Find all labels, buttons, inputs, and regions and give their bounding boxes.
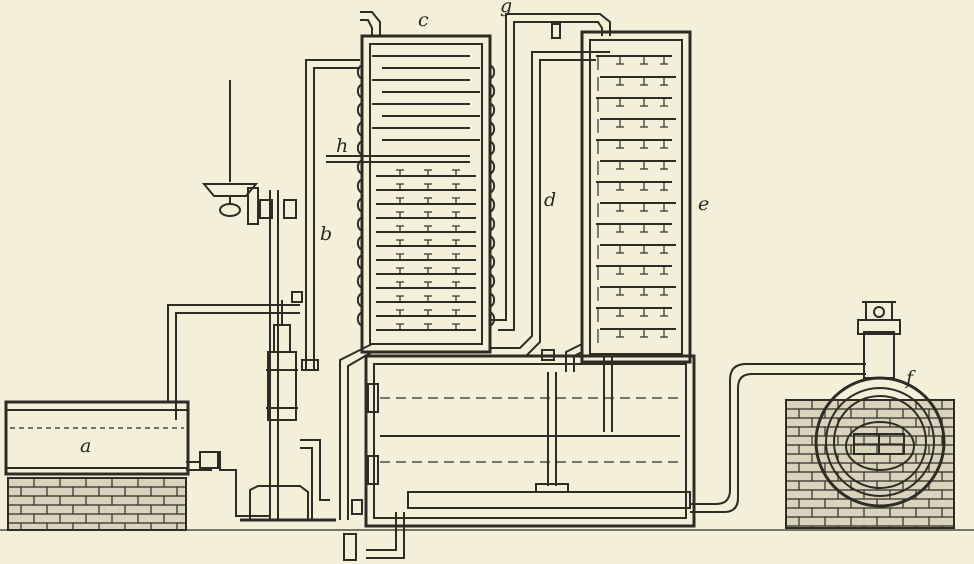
tank-a — [4, 398, 190, 476]
coil-loop-right — [489, 140, 496, 156]
boiler-f — [785, 301, 955, 529]
steam-pipe — [690, 363, 866, 513]
coil-loop-left — [356, 197, 363, 213]
coil-loop-left — [356, 216, 363, 232]
brick-a-outline — [7, 477, 187, 531]
coil-loop-left — [356, 102, 363, 118]
coil-loop-right — [489, 121, 496, 137]
label-a: a — [80, 435, 91, 457]
coil-loop-left — [356, 254, 363, 270]
coil-loop-left — [356, 235, 363, 251]
coil-loop-right — [489, 235, 496, 251]
coil-loop-left — [356, 140, 363, 156]
coil-loop-left — [356, 159, 363, 175]
coil-loop-left — [356, 64, 363, 80]
lower-vessel — [339, 343, 696, 561]
label-d: d — [544, 189, 556, 211]
coil-loop-right — [489, 254, 496, 270]
coil-loop-left — [356, 178, 363, 194]
coil-loop-left — [356, 273, 363, 289]
label-e: e — [698, 193, 709, 215]
coil-loop-right — [489, 292, 496, 308]
coil-loop-left — [356, 311, 363, 327]
coil-loop-left — [356, 292, 363, 308]
coil-loop-right — [489, 83, 496, 99]
coil-loop-right — [489, 64, 496, 80]
label-c: c — [418, 9, 429, 31]
label-g: g — [500, 0, 512, 17]
column-c — [326, 11, 496, 354]
label-b: b — [320, 223, 332, 245]
pipe-b — [301, 59, 360, 371]
coil-loop-right — [489, 178, 496, 194]
coil-loop-right — [489, 102, 496, 118]
label-h: h — [336, 135, 348, 157]
column-e — [541, 30, 692, 432]
coil-loop-right — [489, 273, 496, 289]
coil-loop-right — [489, 159, 496, 175]
pipe-g — [490, 13, 611, 331]
coil-loop-right — [489, 216, 496, 232]
pump-assembly — [201, 80, 336, 522]
coil-loop-right — [489, 197, 496, 213]
coil-loop-left — [356, 83, 363, 99]
brick-base-a — [7, 477, 187, 531]
feed-pipe — [167, 304, 300, 517]
coil-loop-left — [356, 121, 363, 137]
label-f: f — [904, 367, 916, 389]
